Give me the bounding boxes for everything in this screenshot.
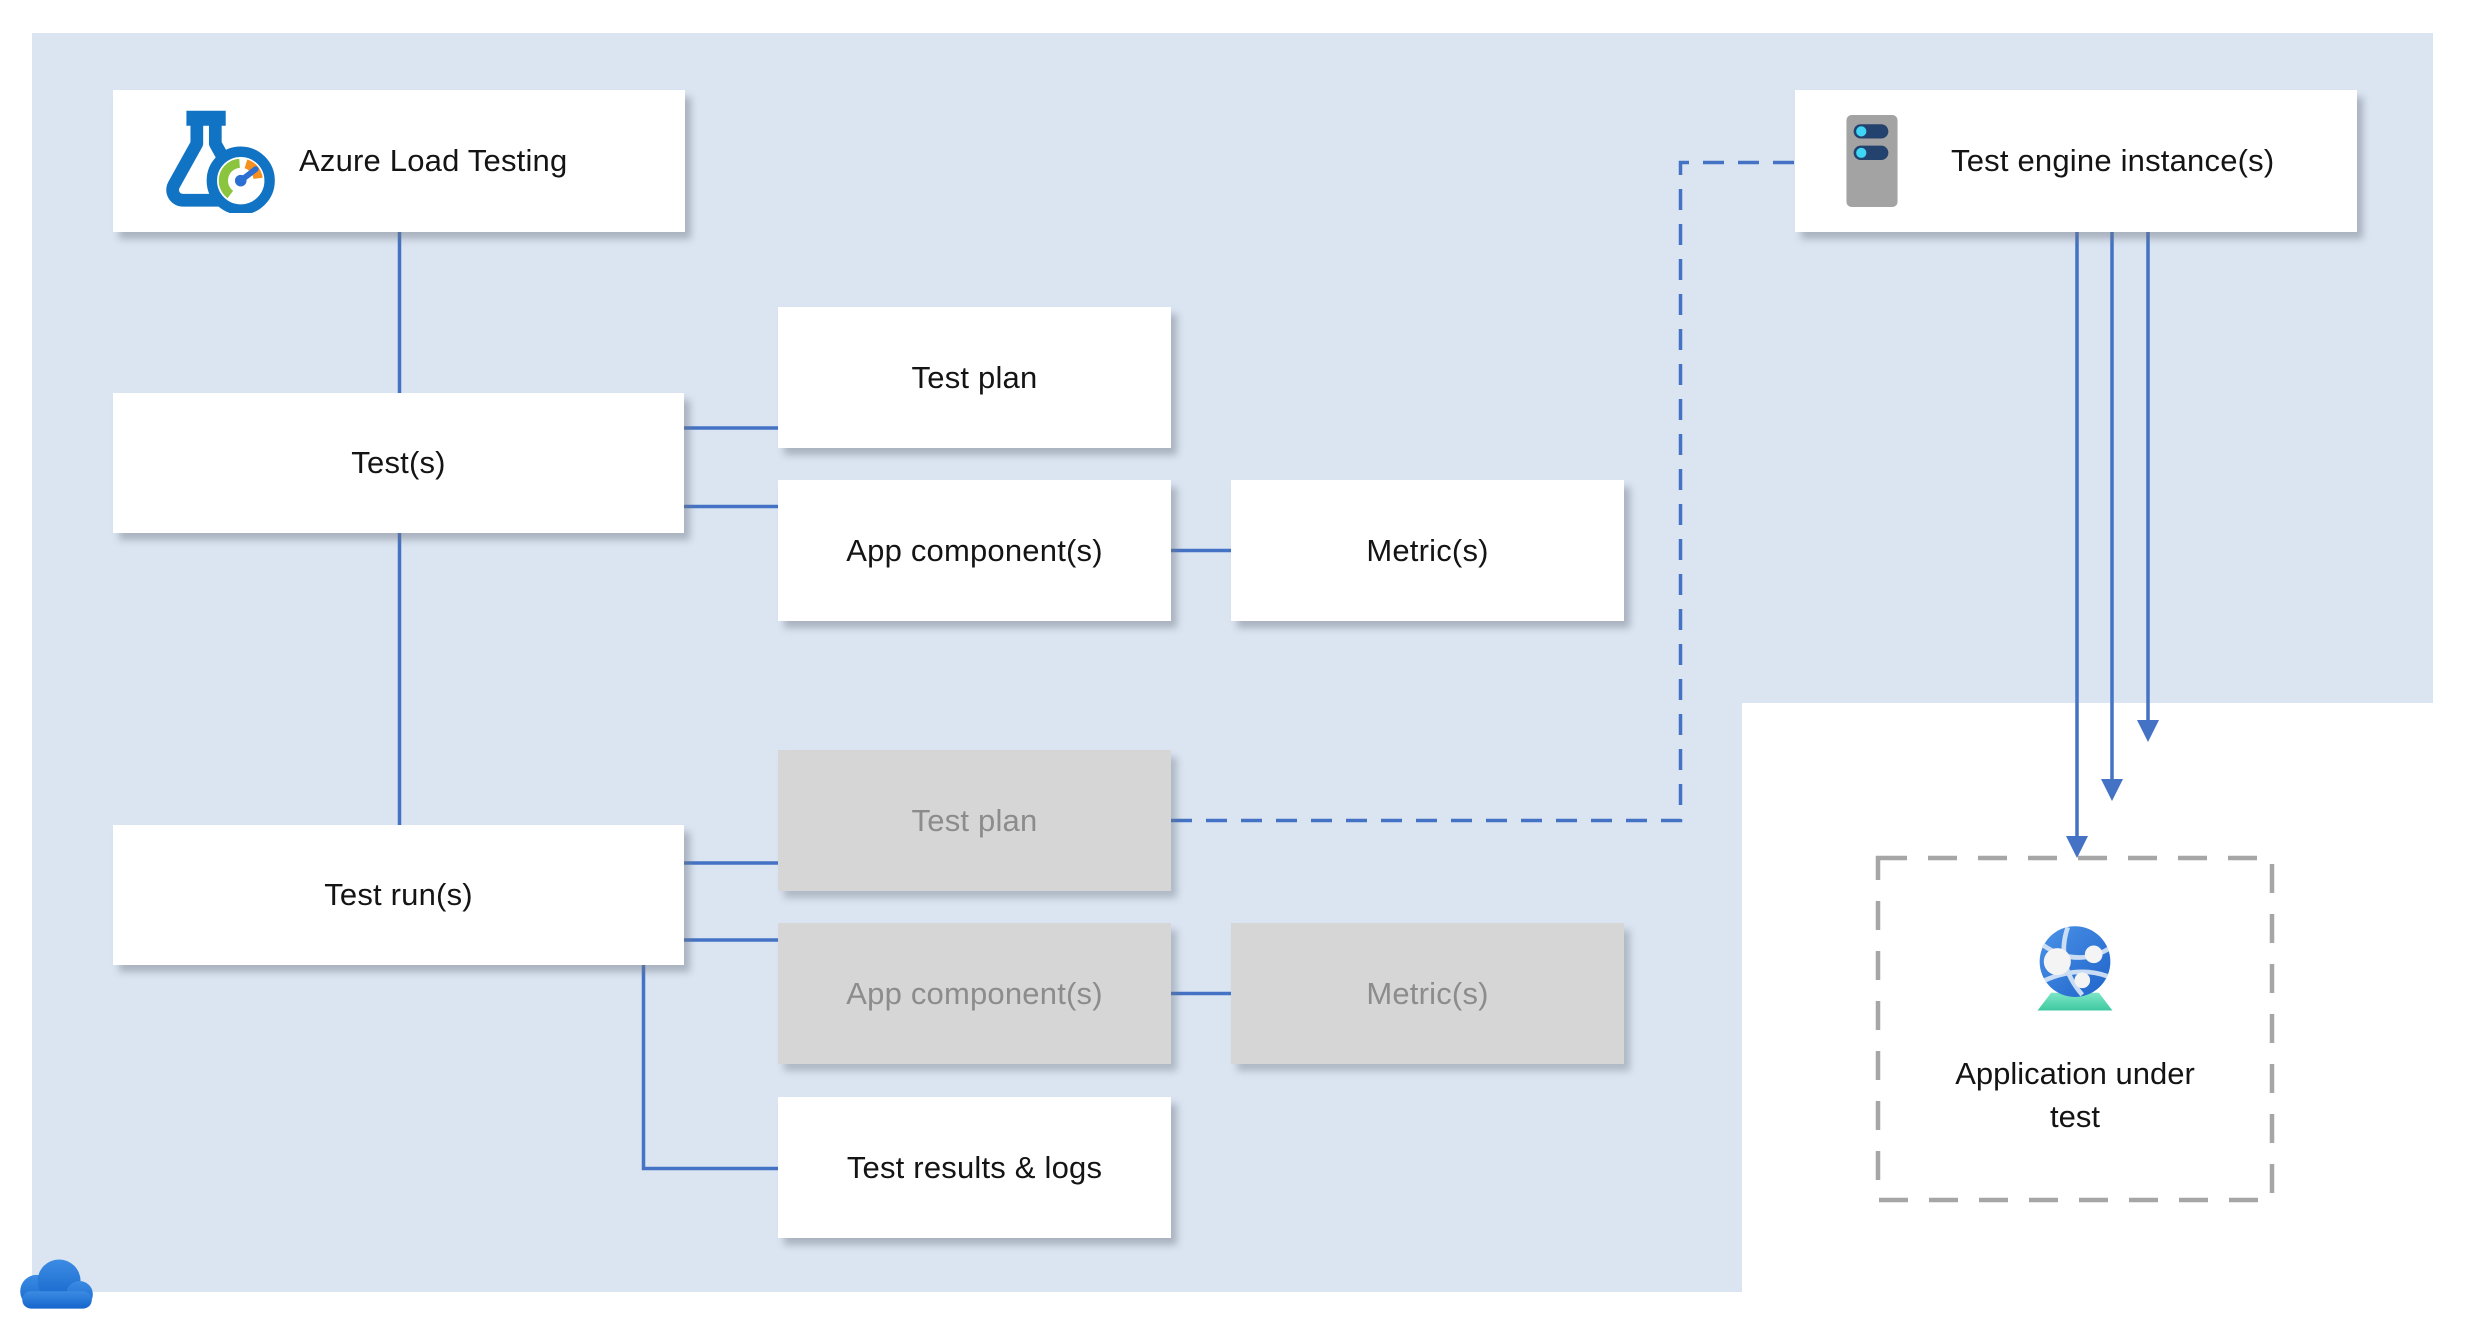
test-runs-label: Test run(s) xyxy=(324,877,473,912)
test-plan-node: Test plan xyxy=(778,307,1171,448)
test-results-label: Test results & logs xyxy=(846,1149,1103,1185)
application-under-test-dashed-border xyxy=(1875,855,2275,1203)
application-under-test-label: Application under test xyxy=(1955,1055,2195,1134)
app-components-label: App component(s) xyxy=(846,532,1103,568)
run-metrics-node: Metric(s) xyxy=(1231,923,1624,1064)
connector-testruns-to-results xyxy=(641,963,779,1171)
application-under-test-node: Application under test xyxy=(1878,858,2272,1200)
run-test-plan-node: Test plan xyxy=(778,750,1171,891)
arrowhead-1 xyxy=(2066,836,2088,858)
tests-label: Test(s) xyxy=(351,445,446,480)
server-icon xyxy=(1846,115,1898,207)
arrowhead-3 xyxy=(2137,720,2159,742)
white-cutout-region xyxy=(1742,703,2465,1338)
test-results-node: Test results & logs xyxy=(778,1097,1171,1238)
test-engine-node: Test engine instance(s) xyxy=(1795,90,2357,232)
run-metrics-label: Metric(s) xyxy=(1366,975,1489,1011)
test-engine-label: Test engine instance(s) xyxy=(1951,143,2275,178)
arrowhead-2 xyxy=(2101,779,2123,801)
run-app-components-node: App component(s) xyxy=(778,923,1171,1064)
metrics-node: Metric(s) xyxy=(1231,480,1624,621)
run-app-components-label: App component(s) xyxy=(846,975,1103,1011)
load-testing-flask-gauge-icon xyxy=(166,110,275,213)
globe-on-stand-icon xyxy=(2037,925,2113,1011)
azure-cloud-icon xyxy=(20,1259,93,1309)
app-components-node: App component(s) xyxy=(778,480,1171,621)
run-test-plan-label: Test plan xyxy=(911,802,1038,838)
azure-load-testing-node: Azure Load Testing xyxy=(113,90,685,232)
tests-node: Test(s) xyxy=(113,393,684,533)
metrics-label: Metric(s) xyxy=(1366,532,1489,568)
dashed-connector-runtestplan-to-testengine xyxy=(1171,160,1795,823)
test-plan-label: Test plan xyxy=(911,359,1038,395)
test-runs-node: Test run(s) xyxy=(113,825,684,965)
azure-load-testing-label: Azure Load Testing xyxy=(299,143,568,178)
